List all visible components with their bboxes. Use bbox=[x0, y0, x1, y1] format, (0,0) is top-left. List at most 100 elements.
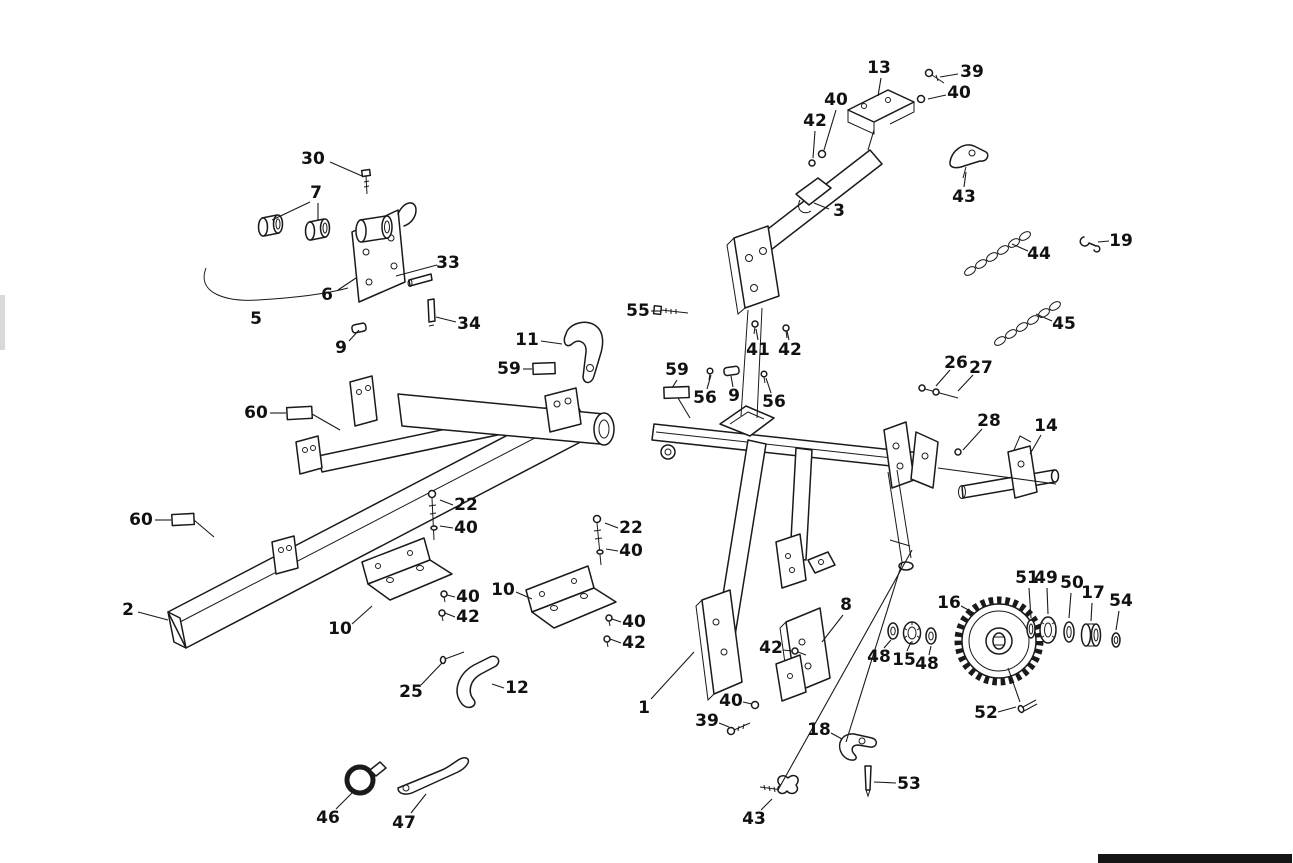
part-label-47: 47 bbox=[392, 813, 416, 833]
callout-brace-5 bbox=[203, 267, 349, 301]
tube-clamp bbox=[795, 177, 832, 206]
part-label-43: 43 bbox=[742, 809, 766, 829]
leader-line bbox=[906, 641, 912, 652]
leader-line bbox=[821, 614, 844, 643]
part-label-56: 56 bbox=[762, 392, 786, 412]
washer-40-top bbox=[817, 149, 827, 159]
shackle-11 bbox=[563, 321, 604, 384]
bracket-13 bbox=[847, 89, 915, 135]
leader-line bbox=[823, 109, 837, 151]
washer-51 bbox=[1026, 619, 1036, 639]
decal-59-left bbox=[532, 361, 556, 376]
part-label-3: 3 bbox=[833, 201, 845, 221]
part-label-2: 2 bbox=[122, 600, 134, 620]
washer-40-right bbox=[916, 94, 926, 104]
leader-line bbox=[671, 379, 678, 389]
part-label-50: 50 bbox=[1060, 573, 1084, 593]
leader-line bbox=[540, 340, 563, 345]
handle-47 bbox=[397, 757, 470, 795]
leader-line bbox=[1028, 587, 1032, 619]
part-label-40: 40 bbox=[454, 518, 478, 538]
part-label-41: 41 bbox=[746, 340, 770, 360]
bushing-49 bbox=[1039, 616, 1057, 644]
clip-19 bbox=[1079, 236, 1101, 253]
part-label-39: 39 bbox=[695, 711, 719, 731]
leader-line bbox=[1090, 602, 1093, 622]
leader-line bbox=[435, 316, 457, 323]
part-label-42: 42 bbox=[759, 638, 783, 658]
leader-line bbox=[782, 649, 793, 652]
part-label-54: 54 bbox=[1109, 591, 1133, 611]
part-label-39: 39 bbox=[960, 62, 984, 82]
part-label-59: 59 bbox=[497, 359, 521, 379]
chain-45 bbox=[994, 301, 1061, 346]
washer-28 bbox=[954, 448, 962, 456]
pin-9-left bbox=[351, 322, 367, 334]
assembly-lines bbox=[777, 467, 1057, 791]
leader-line bbox=[605, 548, 619, 552]
part-label-19: 19 bbox=[1109, 231, 1133, 251]
part-label-42: 42 bbox=[778, 340, 802, 360]
part-label-40: 40 bbox=[619, 541, 643, 561]
leader-line bbox=[742, 701, 753, 705]
leader-line bbox=[348, 329, 360, 342]
leader-line bbox=[786, 330, 790, 341]
hub-15 bbox=[902, 621, 922, 645]
leader-line bbox=[609, 638, 622, 644]
leader-line bbox=[927, 94, 947, 100]
washer-40-mid bbox=[596, 549, 604, 555]
bracket-8 bbox=[775, 607, 831, 702]
leader-line bbox=[491, 683, 505, 689]
leader-line bbox=[650, 651, 695, 700]
leader-line bbox=[755, 328, 759, 341]
handle-43-top bbox=[949, 144, 989, 179]
leader-line bbox=[765, 377, 772, 394]
part-label-25: 25 bbox=[399, 682, 423, 702]
pin-25 bbox=[439, 651, 465, 665]
leader-line bbox=[877, 77, 882, 97]
bolt-42-upper bbox=[782, 324, 790, 339]
leader-line bbox=[760, 798, 773, 811]
leader-line bbox=[337, 277, 357, 291]
leader-line bbox=[997, 706, 1017, 713]
part-label-42: 42 bbox=[803, 111, 827, 131]
bushing-7-right bbox=[304, 218, 331, 241]
washer-40-bottom bbox=[750, 700, 760, 710]
bolt-22-left bbox=[427, 489, 438, 541]
part-label-22: 22 bbox=[454, 495, 478, 515]
part-label-46: 46 bbox=[316, 808, 340, 828]
pin-33 bbox=[407, 273, 433, 287]
part-label-27: 27 bbox=[969, 358, 993, 378]
part-label-60: 60 bbox=[244, 403, 268, 423]
part-label-53: 53 bbox=[897, 774, 921, 794]
scan-smudge bbox=[0, 295, 5, 350]
washer-54 bbox=[1111, 632, 1121, 648]
pin-9-right bbox=[723, 365, 740, 377]
part-label-11: 11 bbox=[515, 330, 539, 350]
leader-line bbox=[351, 605, 373, 625]
decal-60-upper bbox=[285, 405, 314, 421]
part-label-10: 10 bbox=[328, 619, 352, 639]
part-label-10: 10 bbox=[491, 580, 515, 600]
part-label-9: 9 bbox=[335, 338, 347, 358]
leader-line bbox=[1046, 587, 1049, 615]
leader-line bbox=[137, 611, 169, 621]
leader-line bbox=[329, 161, 363, 177]
leader-line bbox=[444, 612, 456, 618]
part-label-59: 59 bbox=[665, 360, 689, 380]
part-label-9: 9 bbox=[728, 386, 740, 406]
washer-50 bbox=[1063, 621, 1075, 643]
bolt-39-bottom bbox=[726, 722, 751, 736]
bolt-39-top bbox=[924, 68, 945, 84]
bolt-30 bbox=[360, 168, 372, 195]
part-label-5: 5 bbox=[250, 309, 262, 329]
leader-line bbox=[939, 73, 959, 78]
part-label-40: 40 bbox=[456, 587, 480, 607]
link-12 bbox=[456, 655, 500, 709]
part-label-30: 30 bbox=[301, 149, 325, 169]
part-label-15: 15 bbox=[892, 650, 916, 670]
pin-52 bbox=[1017, 699, 1038, 714]
bolt-55 bbox=[652, 304, 689, 316]
